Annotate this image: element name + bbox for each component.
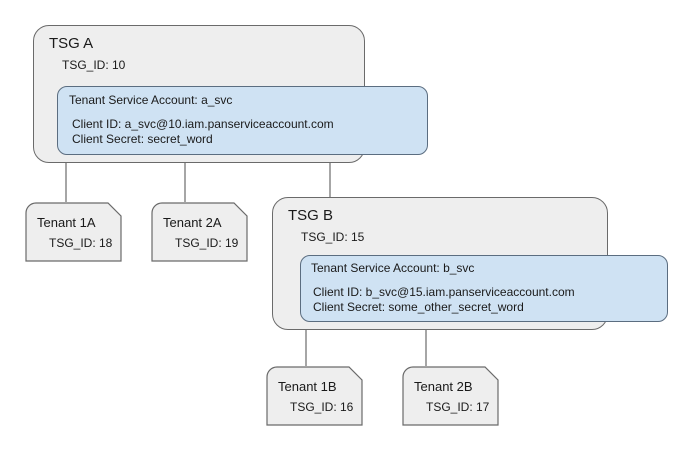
tenant-title-tenant-1a: Tenant 1A — [37, 215, 96, 230]
service-account-client-secret-tsg-a: Client Secret: secret_word — [72, 132, 213, 146]
tenant-shape-tenant-2a — [151, 202, 248, 262]
tenant-id-tenant-2b: TSG_ID: 17 — [426, 400, 490, 414]
service-account-card-tsg-b[interactable] — [300, 255, 668, 322]
service-account-client-secret-tsg-b: Client Secret: some_other_secret_word — [313, 300, 524, 314]
group-id-tsg-b: TSG_ID: 15 — [301, 230, 365, 244]
tenant-title-tenant-2b: Tenant 2B — [414, 379, 473, 394]
tenant-shape-tenant-1a — [25, 202, 122, 262]
tenant-title-tenant-1b: Tenant 1B — [278, 379, 337, 394]
group-id-tsg-a: TSG_ID: 10 — [62, 58, 126, 72]
service-account-title-tsg-b: Tenant Service Account: b_svc — [311, 261, 475, 275]
service-account-client-id-tsg-a: Client ID: a_svc@10.iam.panserviceaccoun… — [72, 117, 334, 131]
tenant-node-tenant-1b[interactable]: Tenant 1B TSG_ID: 16 — [266, 366, 363, 426]
group-title-tsg-a: TSG A — [49, 35, 94, 52]
tenant-id-tenant-1b: TSG_ID: 16 — [290, 400, 354, 414]
tenant-title-tenant-2a: Tenant 2A — [163, 215, 222, 230]
tenant-node-tenant-2b[interactable]: Tenant 2B TSG_ID: 17 — [402, 366, 499, 426]
service-account-card-tsg-a[interactable] — [57, 86, 428, 155]
service-account-client-id-tsg-b: Client ID: b_svc@15.iam.panserviceaccoun… — [313, 285, 575, 299]
group-title-tsg-b: TSG B — [288, 207, 334, 224]
tenant-shape-tenant-2b — [402, 366, 499, 426]
tenant-node-tenant-2a[interactable]: Tenant 2A TSG_ID: 19 — [151, 202, 248, 262]
tenant-shape-tenant-1b — [266, 366, 363, 426]
tenant-id-tenant-2a: TSG_ID: 19 — [175, 236, 239, 250]
tenant-node-tenant-1a[interactable]: Tenant 1A TSG_ID: 18 — [25, 202, 122, 262]
tenant-id-tenant-1a: TSG_ID: 18 — [49, 236, 113, 250]
service-account-title-tsg-a: Tenant Service Account: a_svc — [69, 93, 233, 107]
